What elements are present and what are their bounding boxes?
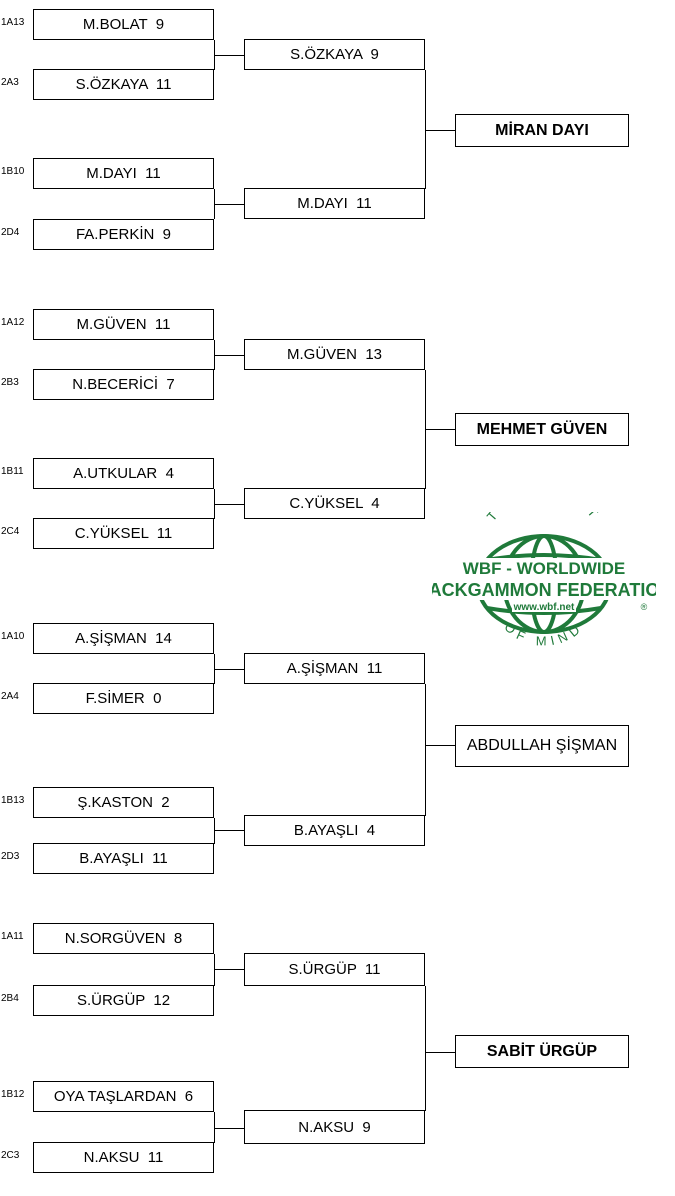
bracket-connector [214,1112,215,1143]
first-round-match: N.AKSU 11 [33,1142,214,1173]
first-round-match: M.DAYI 11 [33,158,214,189]
seed-label: 2A3 [1,77,19,88]
second-round-match: B.AYAŞLI 4 [244,815,425,846]
seed-label: 2D4 [1,227,20,238]
second-round-match: C.YÜKSEL 4 [244,488,425,519]
logo-url: www.wbf.net [513,602,575,613]
second-round-match: S.ÜRGÜP 11 [244,953,425,986]
group-winner: SABİT ÜRGÜP [455,1035,629,1068]
seed-label: 2C3 [1,1150,20,1161]
seed-label: 2A4 [1,691,19,702]
bracket-connector [214,55,244,56]
group-winner: MEHMET GÜVEN [455,413,629,446]
seed-label: 2D3 [1,851,20,862]
bracket-connector [425,745,455,746]
seed-label: 2B3 [1,377,19,388]
second-round-match: M.GÜVEN 13 [244,339,425,370]
first-round-match: N.SORGÜVEN 8 [33,923,214,954]
first-round-match: A.ŞİŞMAN 14 [33,623,214,654]
second-round-match: A.ŞİŞMAN 11 [244,653,425,684]
bracket-connector [214,818,215,844]
bracket-connector [425,130,455,131]
bracket-connector [425,429,455,430]
bracket-connector [214,504,244,505]
bracket-connector [214,1128,244,1129]
bracket-connector [214,954,215,986]
registered-mark: ® [641,602,648,612]
first-round-match: FA.PERKİN 9 [33,219,214,250]
logo-line-2: BACKGAMMON FEDERATION [432,580,656,600]
seed-label: 1A11 [1,931,24,942]
first-round-match: M.GÜVEN 11 [33,309,214,340]
first-round-match: M.BOLAT 9 [33,9,214,40]
first-round-match: N.BECERİCİ 7 [33,369,214,400]
first-round-match: C.YÜKSEL 11 [33,518,214,549]
logo-line-1: WBF - WORLDWIDE [463,559,625,578]
bracket-connector [214,830,244,831]
bracket-connector [425,986,426,1111]
first-round-match: OYA TAŞLARDAN 6 [33,1081,214,1112]
first-round-match: F.SİMER 0 [33,683,214,714]
wbf-logo: THE SPORT WBF - WORLDWIDE BACKGAMMON FED… [432,512,656,649]
bracket-connector [425,70,426,189]
seed-label: 1A12 [1,317,25,328]
seed-label: 1A13 [1,17,25,28]
seed-label: 1B13 [1,795,25,806]
seed-label: 1A10 [1,631,25,642]
logo-arc-bottom: OF MIND [502,619,587,648]
first-round-match: B.AYAŞLI 11 [33,843,214,874]
group-winner: ABDULLAH ŞİŞMAN [455,725,629,767]
second-round-match: M.DAYI 11 [244,188,425,219]
bracket-connector [425,684,426,816]
first-round-match: S.ÖZKAYA 11 [33,69,214,100]
seed-label: 2B4 [1,993,19,1004]
second-round-match: N.AKSU 9 [244,1110,425,1144]
seed-label: 2C4 [1,526,20,537]
bracket-connector [214,969,244,970]
group-winner: MİRAN DAYI [455,114,629,147]
seed-label: 1B11 [1,466,24,477]
bracket-connector [214,355,244,356]
first-round-match: Ş.KASTON 2 [33,787,214,818]
bracket-connector [214,669,244,670]
bracket-connector [425,1052,455,1053]
seed-label: 1B12 [1,1089,25,1100]
first-round-match: S.ÜRGÜP 12 [33,985,214,1016]
logo-arc-top: THE SPORT [484,512,604,524]
bracket-connector [214,204,244,205]
second-round-match: S.ÖZKAYA 9 [244,39,425,70]
seed-label: 1B10 [1,166,25,177]
first-round-match: A.UTKULAR 4 [33,458,214,489]
